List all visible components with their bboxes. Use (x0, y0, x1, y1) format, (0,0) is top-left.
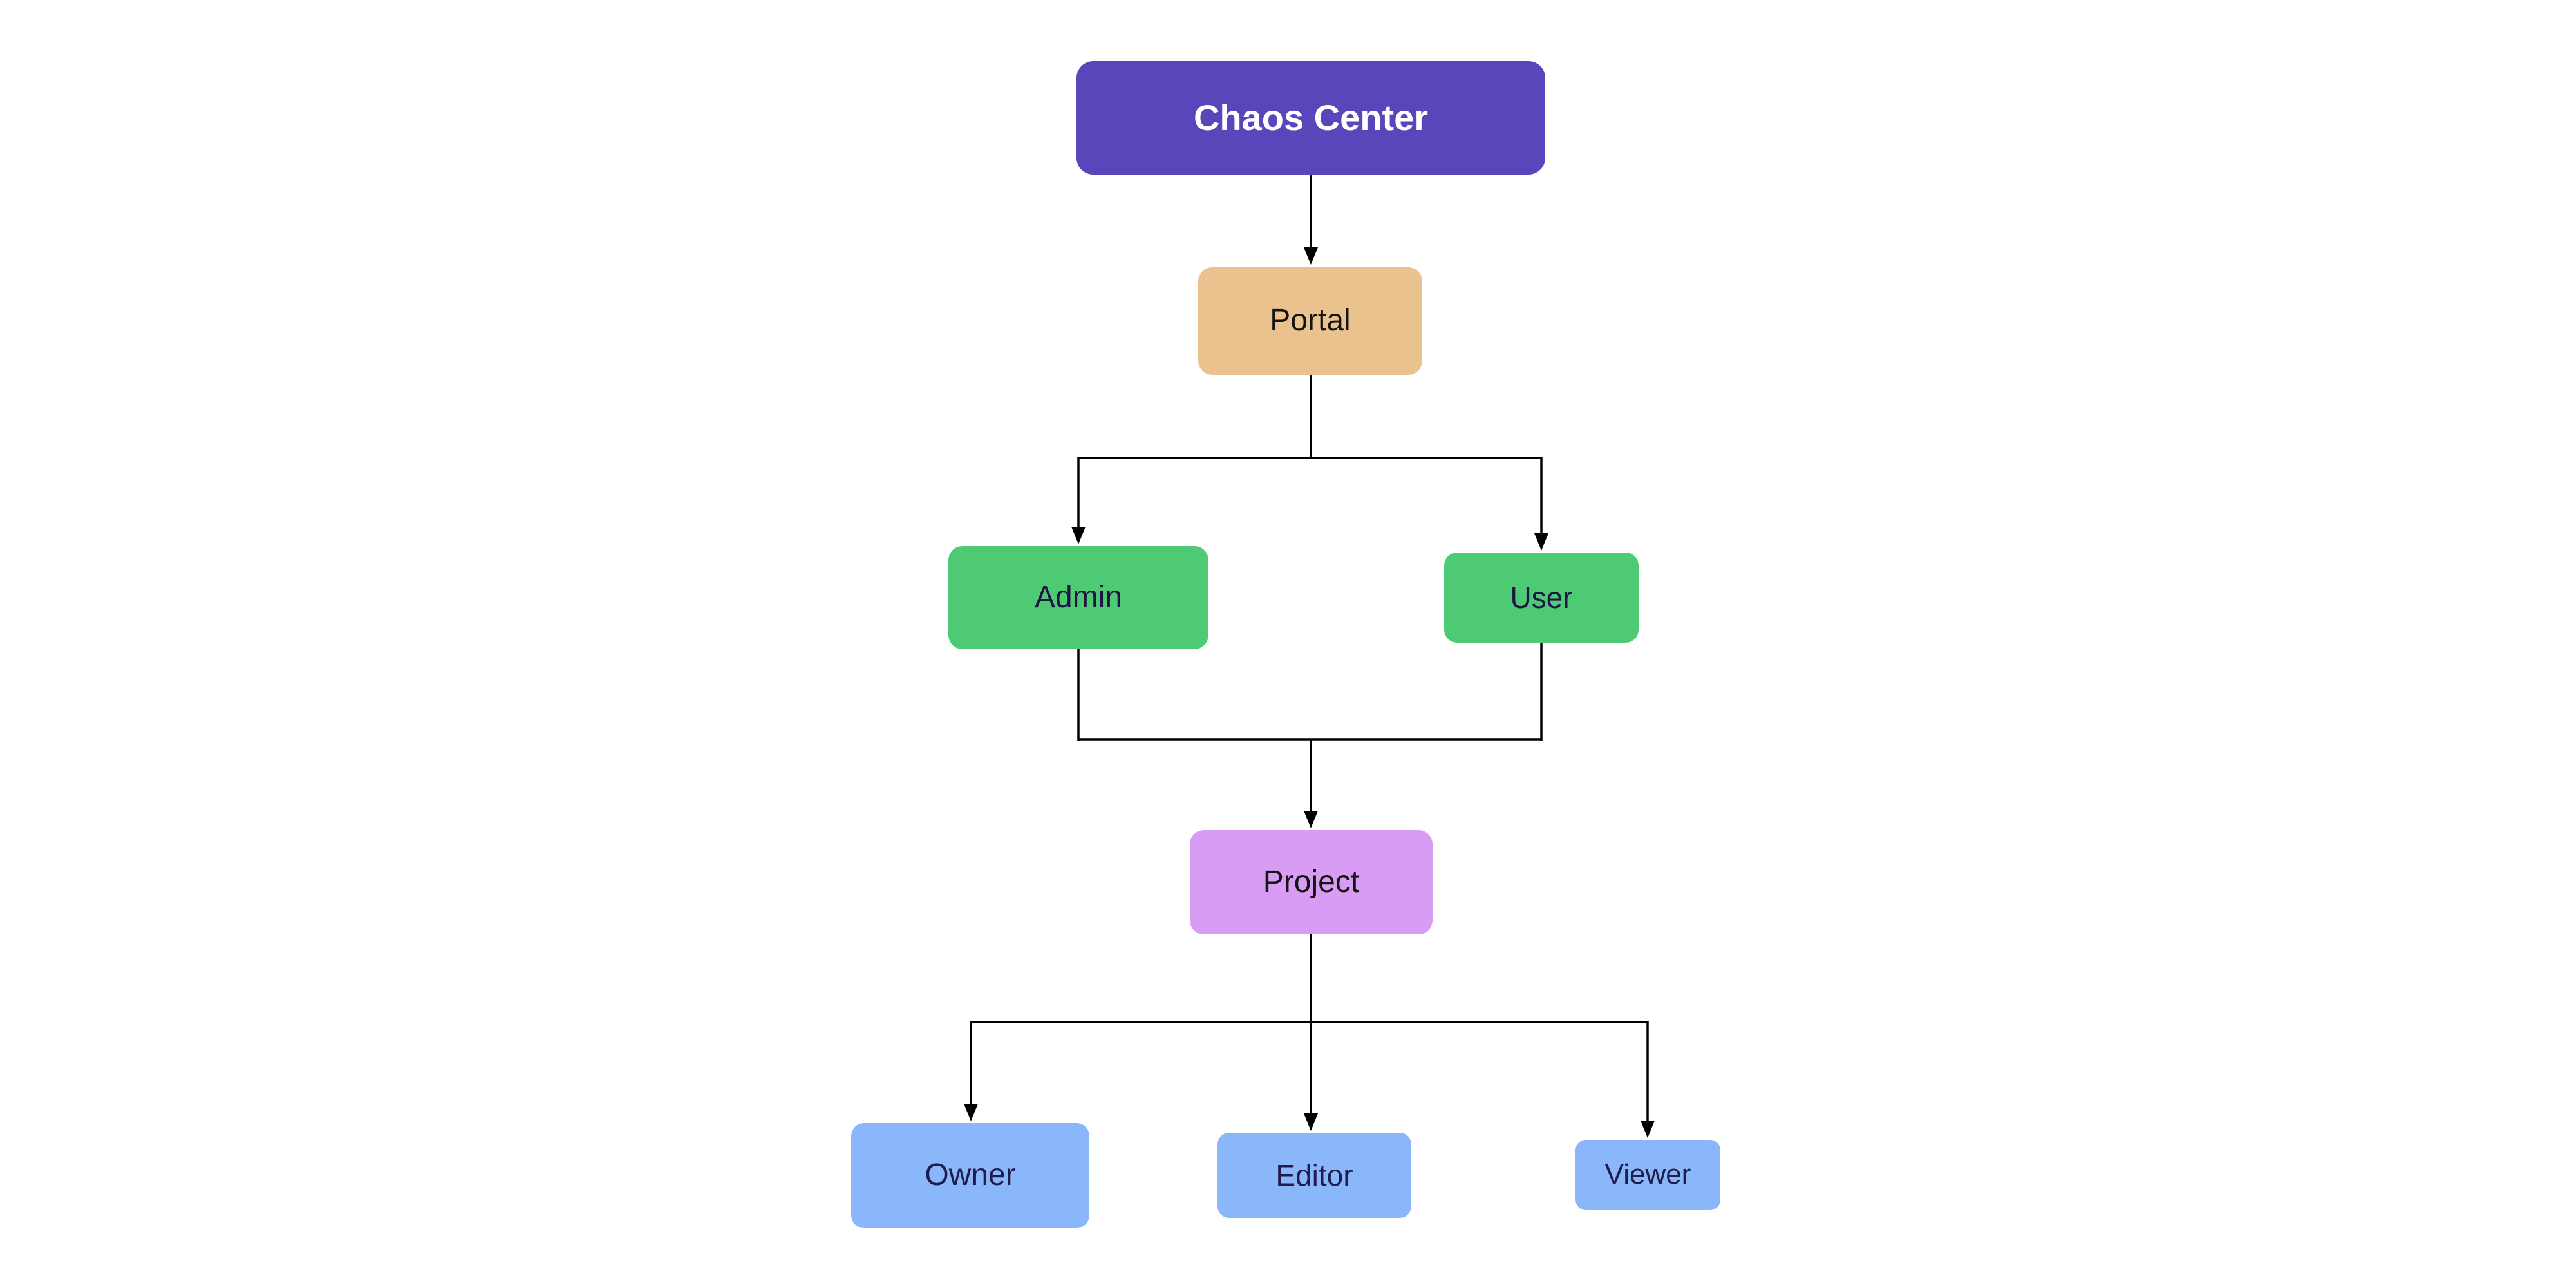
node-viewer: Viewer (1575, 1140, 1720, 1210)
arrow-head (1304, 247, 1318, 265)
edge-project-to-viewer (1641, 1021, 1655, 1138)
arrow-head (1071, 527, 1086, 544)
node-label: Portal (1270, 303, 1351, 338)
node-user: User (1444, 553, 1639, 643)
node-label: Chaos Center (1193, 97, 1429, 138)
edge-project-to-owner (964, 1021, 978, 1121)
edge-project-to-editor (1304, 1021, 1318, 1131)
node-project: Project (1190, 830, 1433, 934)
node-label: Viewer (1604, 1159, 1691, 1191)
arrow-head (1304, 1113, 1318, 1131)
edge-portal-to-user (1534, 457, 1548, 551)
arrow-head (1641, 1121, 1655, 1138)
node-label: Editor (1275, 1158, 1353, 1192)
node-label: Admin (1034, 580, 1123, 614)
edge-portal-to-admin (1071, 457, 1086, 544)
arrow-head (1534, 533, 1548, 551)
node-label: Project (1263, 864, 1360, 899)
edge-portal-branch (1078, 375, 1541, 459)
node-owner: Owner (851, 1123, 1089, 1228)
node-portal: Portal (1198, 267, 1422, 375)
edge-chaos-center-to-portal (1304, 175, 1318, 265)
arrow-head (964, 1104, 978, 1121)
edge-project-branch (971, 934, 1648, 1023)
arrow-head (1304, 811, 1318, 828)
edge-admin-user-to-project (1077, 643, 1543, 828)
node-label: User (1510, 580, 1573, 614)
node-label: Owner (925, 1158, 1016, 1193)
node-chaos-center: Chaos Center (1076, 61, 1545, 175)
node-admin: Admin (948, 546, 1208, 649)
node-editor: Editor (1217, 1133, 1411, 1218)
